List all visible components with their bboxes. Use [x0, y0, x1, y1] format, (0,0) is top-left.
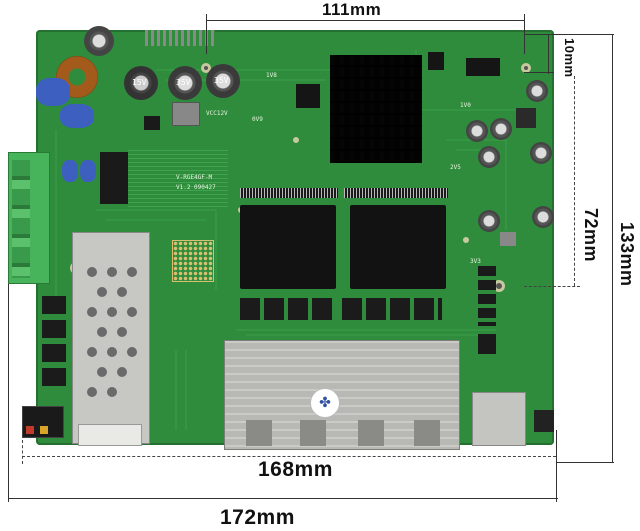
- silk-model: V-RGE4GF-M: [176, 174, 213, 181]
- dim-label-72mm: 72mm: [580, 208, 601, 263]
- electrolytic-capacitor: [490, 118, 512, 140]
- smd-inductor: [500, 232, 516, 246]
- silk-1v0: 1V0: [460, 102, 471, 109]
- dim-line: [556, 462, 614, 463]
- small-ic: [428, 52, 444, 70]
- dim-line-top: [206, 20, 524, 21]
- silk-3v3: 3V3: [470, 258, 481, 265]
- electrolytic-capacitor: [530, 142, 552, 164]
- smd-inductor: [516, 108, 536, 128]
- dim-line-172: [8, 498, 558, 499]
- fanout-traces: [128, 150, 228, 210]
- electrolytic-capacitor: [478, 146, 500, 168]
- chip-leads: [240, 188, 338, 198]
- dim-tick: [8, 284, 9, 502]
- electrolytic-capacitor: [526, 80, 548, 102]
- dim-line-168: [22, 456, 556, 457]
- silk-version: V1.2 090427: [176, 184, 216, 191]
- rj45-single: [472, 392, 526, 446]
- magnetics-stack: [42, 296, 66, 392]
- chip-leads: [344, 188, 448, 198]
- dim-tick: [22, 440, 23, 464]
- dim-line-72: [574, 76, 575, 286]
- electrolytic-capacitor: [532, 206, 554, 228]
- rj45-tab: [414, 420, 440, 446]
- small-ic: [466, 58, 500, 76]
- dim-line-133: [612, 34, 613, 462]
- silk-0v9: 0V9: [252, 116, 263, 123]
- transformer-row: [342, 298, 442, 320]
- smd-inductor: [172, 102, 200, 126]
- silk-2v5: 2V5: [450, 164, 461, 171]
- led-yellow: [40, 426, 48, 434]
- small-ic: [100, 152, 128, 204]
- header-pins: [145, 30, 215, 46]
- dip-switch: [534, 410, 554, 432]
- silk-vcc: VCC12V: [206, 110, 228, 117]
- switch-chip: [240, 205, 336, 289]
- dim-label-133mm: 133mm: [617, 222, 637, 287]
- smd-stack: [478, 334, 496, 354]
- dim-tick: [206, 14, 207, 54]
- bga-pads: [172, 240, 214, 282]
- rj45-tab: [300, 420, 326, 446]
- small-ic: [144, 116, 160, 130]
- rj45-tab: [246, 420, 272, 446]
- dim-label-172mm: 172mm: [220, 506, 295, 529]
- dim-line: [524, 34, 614, 35]
- dim-line: [524, 286, 580, 287]
- led-red: [26, 426, 34, 434]
- blue-capacitor: [60, 104, 94, 128]
- dim-line: [548, 34, 549, 74]
- dim-label-168mm: 168mm: [258, 458, 333, 481]
- dim-tick: [556, 430, 557, 502]
- warranty-sticker: ✤: [310, 388, 340, 418]
- electrolytic-capacitor: [478, 210, 500, 232]
- electrolytic-capacitor: [84, 26, 114, 56]
- blue-capacitor: [80, 160, 96, 182]
- blue-capacitor: [62, 160, 78, 182]
- electrolytic-capacitor: [124, 66, 158, 100]
- dim-label-top: 111mm: [322, 0, 382, 19]
- dim-line: [524, 72, 554, 73]
- electrolytic-capacitor: [168, 66, 202, 100]
- sfp-port-opening: [78, 424, 142, 446]
- cap-label-left: 15V: [132, 78, 147, 87]
- terminal-screws: [12, 160, 30, 278]
- heatsink: [330, 55, 422, 163]
- switch-chip: [350, 205, 446, 289]
- electrolytic-capacitor: [206, 64, 240, 98]
- electrolytic-capacitor: [466, 120, 488, 142]
- blue-capacitor: [36, 78, 70, 106]
- cap-label-right: 35V: [214, 76, 229, 85]
- smd-stack: [478, 266, 496, 326]
- silk-1v8: 1V8: [266, 72, 277, 79]
- transformer-row: [240, 298, 334, 320]
- sfp-vent-holes: [87, 267, 137, 397]
- phy-chip: [296, 84, 320, 108]
- dim-label-10mm: 10mm: [562, 38, 577, 78]
- cap-label-mid: 35V: [176, 78, 191, 87]
- rj45-tab: [358, 420, 384, 446]
